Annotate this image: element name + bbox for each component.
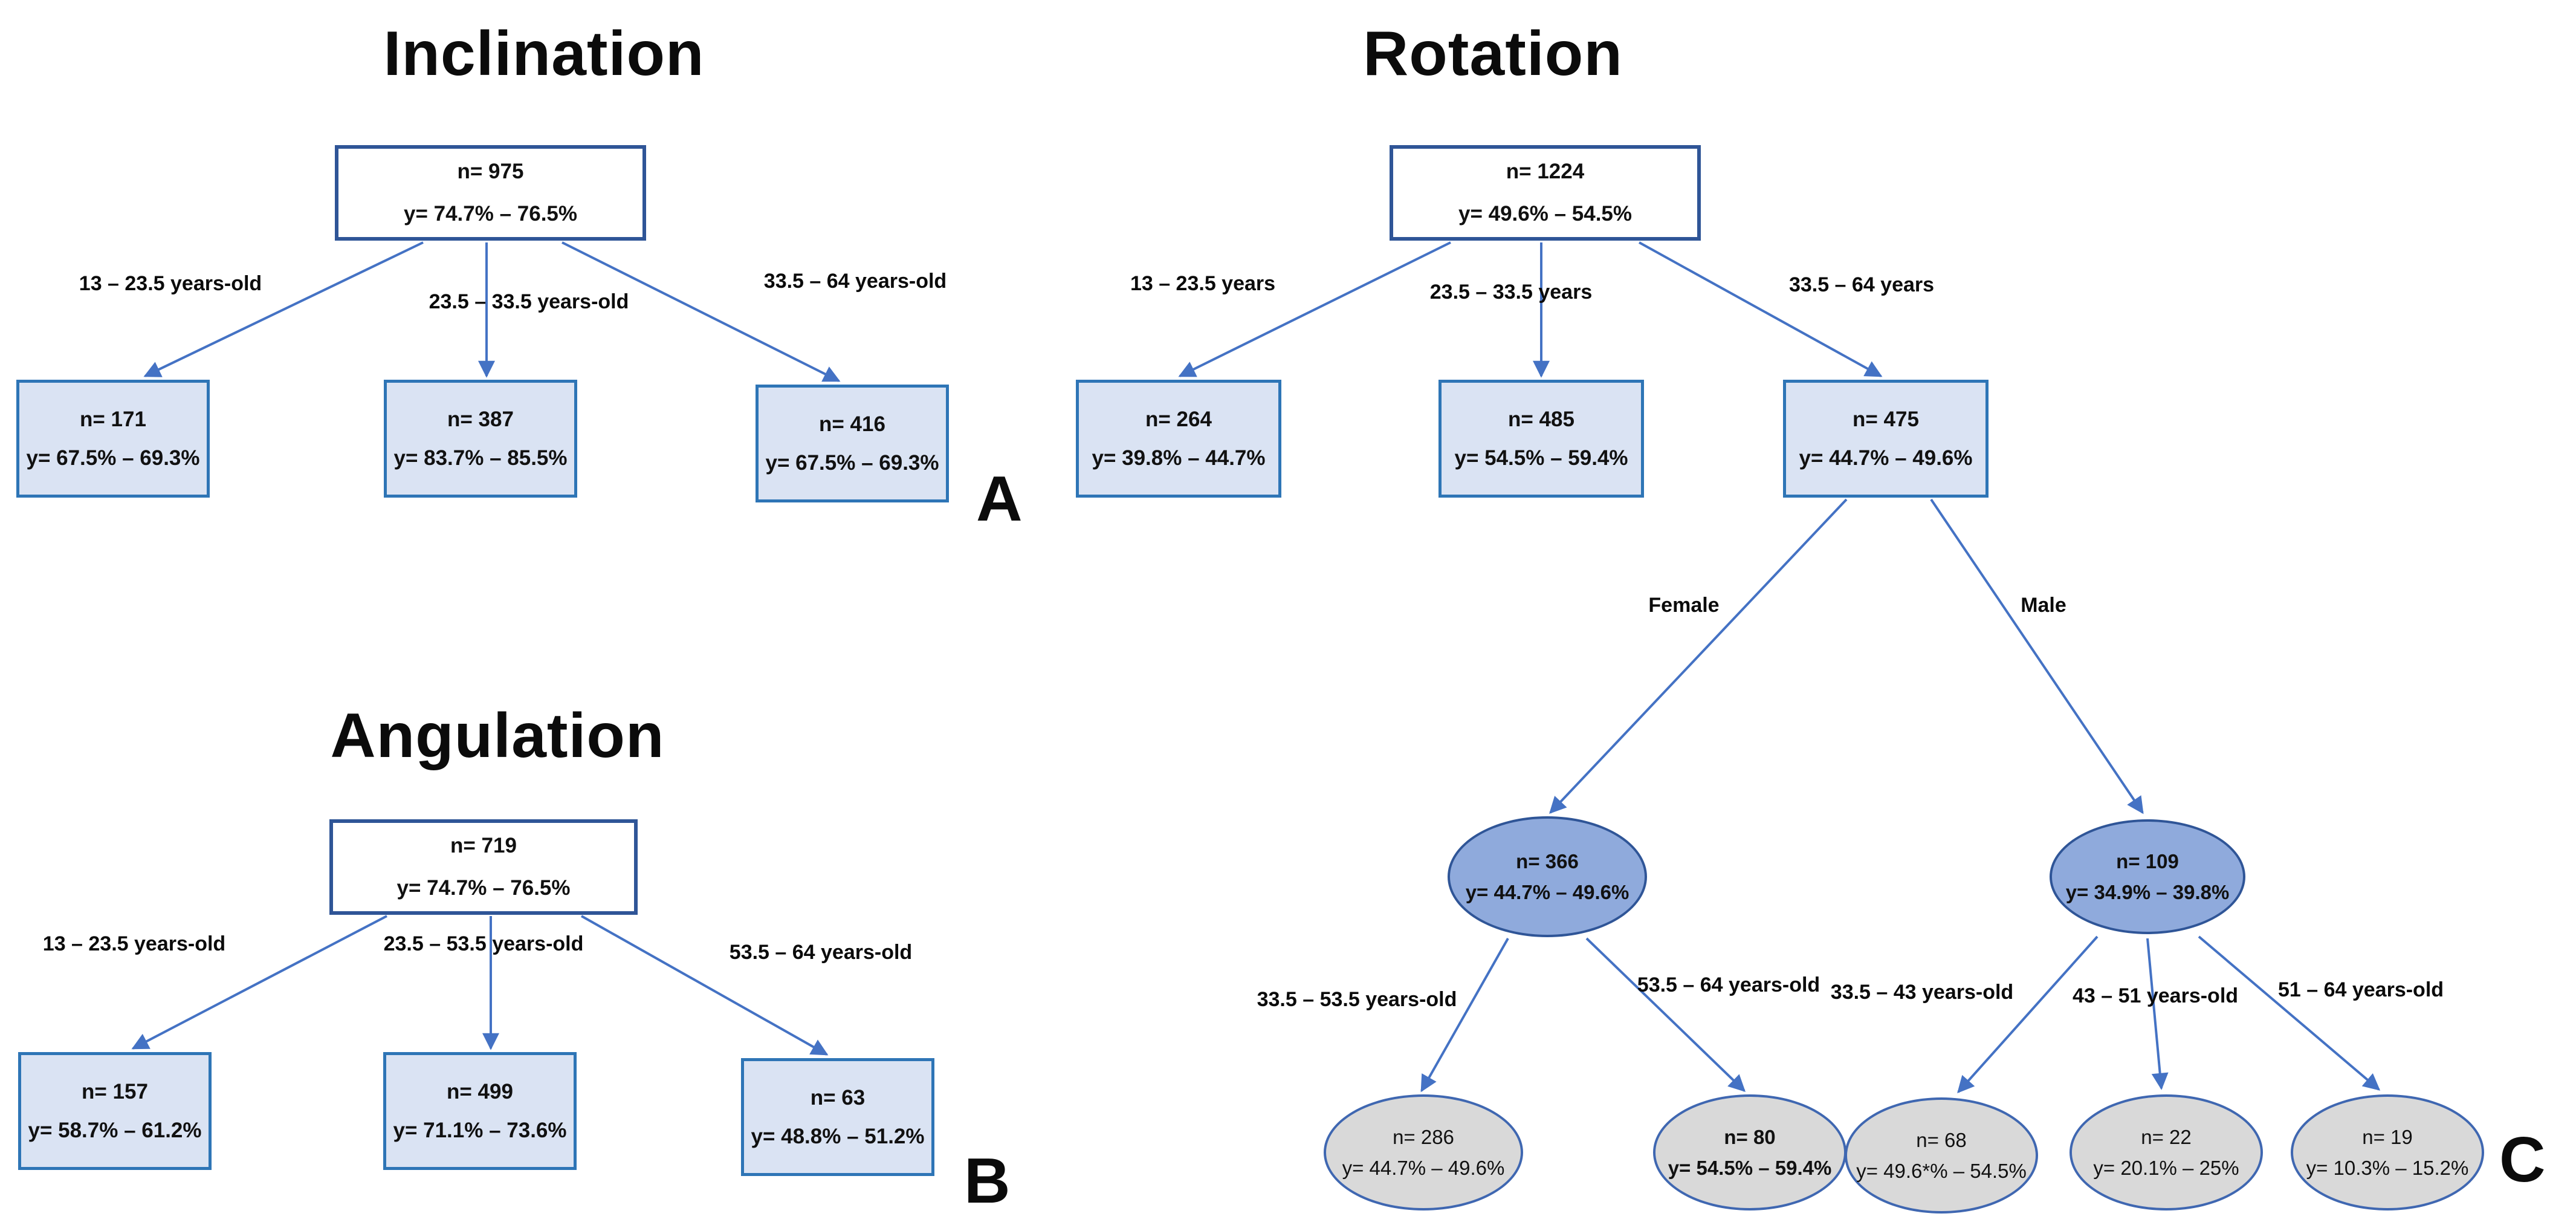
rotation-male-leaf-3: n= 19 y= 10.3% – 15.2%	[2291, 1094, 2484, 1210]
y-range: y= 54.5% – 59.4%	[1668, 1157, 1832, 1179]
sample-size: n= 719	[450, 834, 517, 858]
rotation-male-leaf-2: n= 22 y= 20.1% – 25%	[2070, 1094, 2263, 1210]
sample-size: n= 264	[1145, 407, 1212, 431]
inclination-leaf-node-2: n= 387 y= 83.7% – 85.5%	[384, 380, 577, 498]
y-range: y= 39.8% – 44.7%	[1092, 446, 1266, 470]
female-age-label-2: 53.5 – 64 years-old	[1637, 973, 1820, 996]
sample-size: n= 63	[810, 1085, 866, 1110]
male-branch-label: Male	[2021, 594, 2066, 617]
angulation-branch-label-3: 53.5 – 64 years-old	[729, 941, 913, 964]
sample-size: n= 157	[82, 1079, 148, 1103]
arrow-female-1	[1420, 938, 1509, 1093]
y-range: y= 44.7% – 49.6%	[1465, 881, 1629, 903]
male-node: n= 109 y= 34.9% – 39.8%	[2050, 819, 2245, 934]
sample-size: n= 1224	[1506, 160, 1585, 184]
y-range: y= 20.1% – 25%	[2093, 1157, 2239, 1179]
inclination-title: Inclination	[383, 19, 705, 89]
arrow-male-3	[2198, 935, 2381, 1091]
female-age-label-1: 33.5 – 53.5 years-old	[1257, 988, 1457, 1011]
sample-size: n= 416	[819, 412, 885, 436]
sample-size: n= 68	[1916, 1128, 1967, 1151]
sample-size: n= 286	[1393, 1125, 1454, 1148]
y-range: y= 74.7% – 76.5%	[403, 202, 578, 226]
female-branch-label: Female	[1648, 594, 1720, 617]
y-range: y= 34.9% – 39.8%	[2065, 881, 2230, 903]
arrow-female-2	[1585, 937, 1746, 1092]
sample-size: n= 387	[447, 407, 514, 431]
y-range: y= 44.7% – 49.6%	[1342, 1157, 1505, 1179]
sample-size: n= 975	[457, 160, 524, 184]
sample-size: n= 171	[80, 407, 146, 431]
arrow-rotation-female	[1549, 498, 1848, 814]
male-age-label-3: 51 – 64 years-old	[2277, 978, 2444, 1001]
angulation-leaf-node-3: n= 63 y= 48.8% – 51.2%	[741, 1058, 934, 1176]
y-range: y= 10.3% – 15.2%	[2306, 1157, 2469, 1179]
arrow-rotation-3	[1639, 241, 1883, 377]
arrow-inclination-1	[143, 241, 424, 377]
angulation-branch-label-2: 23.5 – 53.5 years-old	[383, 932, 584, 955]
y-range: y= 83.7% – 85.5%	[393, 446, 568, 470]
arrow-angulation-1	[131, 915, 387, 1050]
rotation-root-node: n= 1224 y= 49.6% – 54.5%	[1390, 145, 1701, 241]
y-range: y= 67.5% – 69.3%	[26, 446, 200, 470]
y-range: y= 74.7% – 76.5%	[396, 876, 571, 900]
angulation-root-node: n= 719 y= 74.7% – 76.5%	[329, 819, 638, 915]
angulation-title: Angulation	[330, 701, 665, 771]
rotation-female-leaf-1: n= 286 y= 44.7% – 49.6%	[1324, 1094, 1523, 1210]
male-age-label-1: 33.5 – 43 years-old	[1830, 981, 2014, 1004]
inclination-branch-label-2: 23.5 – 33.5 years-old	[429, 290, 629, 313]
sample-size: n= 475	[1853, 407, 1919, 431]
arrow-male-1	[1957, 935, 2099, 1094]
y-range: y= 44.7% – 49.6%	[1799, 446, 1973, 470]
angulation-branch-label-1: 13 – 23.5 years-old	[42, 932, 226, 955]
rotation-level2-node-2: n= 485 y= 54.5% – 59.4%	[1438, 380, 1644, 498]
rotation-branch-label-2: 23.5 – 33.5 years	[1429, 281, 1593, 304]
rotation-level2-node-3: n= 475 y= 44.7% – 49.6%	[1783, 380, 1989, 498]
rotation-branch-label-3: 33.5 – 64 years	[1788, 273, 1935, 296]
arrow-rotation-1	[1178, 241, 1451, 377]
rotation-female-leaf-2: n= 80 y= 54.5% – 59.4%	[1653, 1094, 1846, 1210]
angulation-leaf-node-1: n= 157 y= 58.7% – 61.2%	[18, 1052, 212, 1170]
y-range: y= 48.8% – 51.2%	[751, 1124, 925, 1148]
rotation-male-leaf-1: n= 68 y= 49.6*% – 54.5%	[1845, 1097, 2038, 1214]
arrow-angulation-3	[581, 915, 829, 1056]
inclination-branch-label-3: 33.5 – 64 years-old	[763, 270, 947, 293]
sample-size: n= 22	[2141, 1125, 2192, 1148]
inclination-leaf-node-3: n= 416 y= 67.5% – 69.3%	[756, 385, 949, 502]
y-range: y= 67.5% – 69.3%	[765, 450, 939, 475]
y-range: y= 71.1% – 73.6%	[393, 1118, 567, 1142]
sample-size: n= 109	[2116, 850, 2179, 872]
panel-letter-a: A	[976, 463, 1023, 535]
sample-size: n= 80	[1724, 1125, 1776, 1148]
y-range: y= 54.5% – 59.4%	[1454, 446, 1628, 470]
arrow-male-2	[2146, 938, 2169, 1090]
y-range: y= 58.7% – 61.2%	[28, 1118, 202, 1142]
arrow-inclination-3	[561, 241, 841, 382]
inclination-root-node: n= 975 y= 74.7% – 76.5%	[335, 145, 646, 241]
arrow-rotation-male	[1930, 498, 2144, 814]
panel-letter-c: C	[2499, 1124, 2546, 1195]
sample-size: n= 485	[1508, 407, 1574, 431]
inclination-leaf-node-1: n= 171 y= 67.5% – 69.3%	[16, 380, 210, 498]
panel-letter-b: B	[964, 1145, 1011, 1217]
sample-size: n= 366	[1516, 850, 1579, 872]
rotation-title: Rotation	[1363, 19, 1623, 89]
y-range: y= 49.6*% – 54.5%	[1856, 1160, 2027, 1182]
male-age-label-2: 43 – 51 years-old	[2072, 984, 2239, 1007]
y-range: y= 49.6% – 54.5%	[1458, 202, 1633, 226]
sample-size: n= 19	[2362, 1125, 2413, 1148]
sample-size: n= 499	[447, 1079, 513, 1103]
female-node: n= 366 y= 44.7% – 49.6%	[1448, 816, 1647, 937]
angulation-leaf-node-2: n= 499 y= 71.1% – 73.6%	[383, 1052, 577, 1170]
rotation-level2-node-1: n= 264 y= 39.8% – 44.7%	[1076, 380, 1281, 498]
rotation-branch-label-1: 13 – 23.5 years	[1130, 272, 1276, 295]
inclination-branch-label-1: 13 – 23.5 years-old	[79, 272, 262, 295]
